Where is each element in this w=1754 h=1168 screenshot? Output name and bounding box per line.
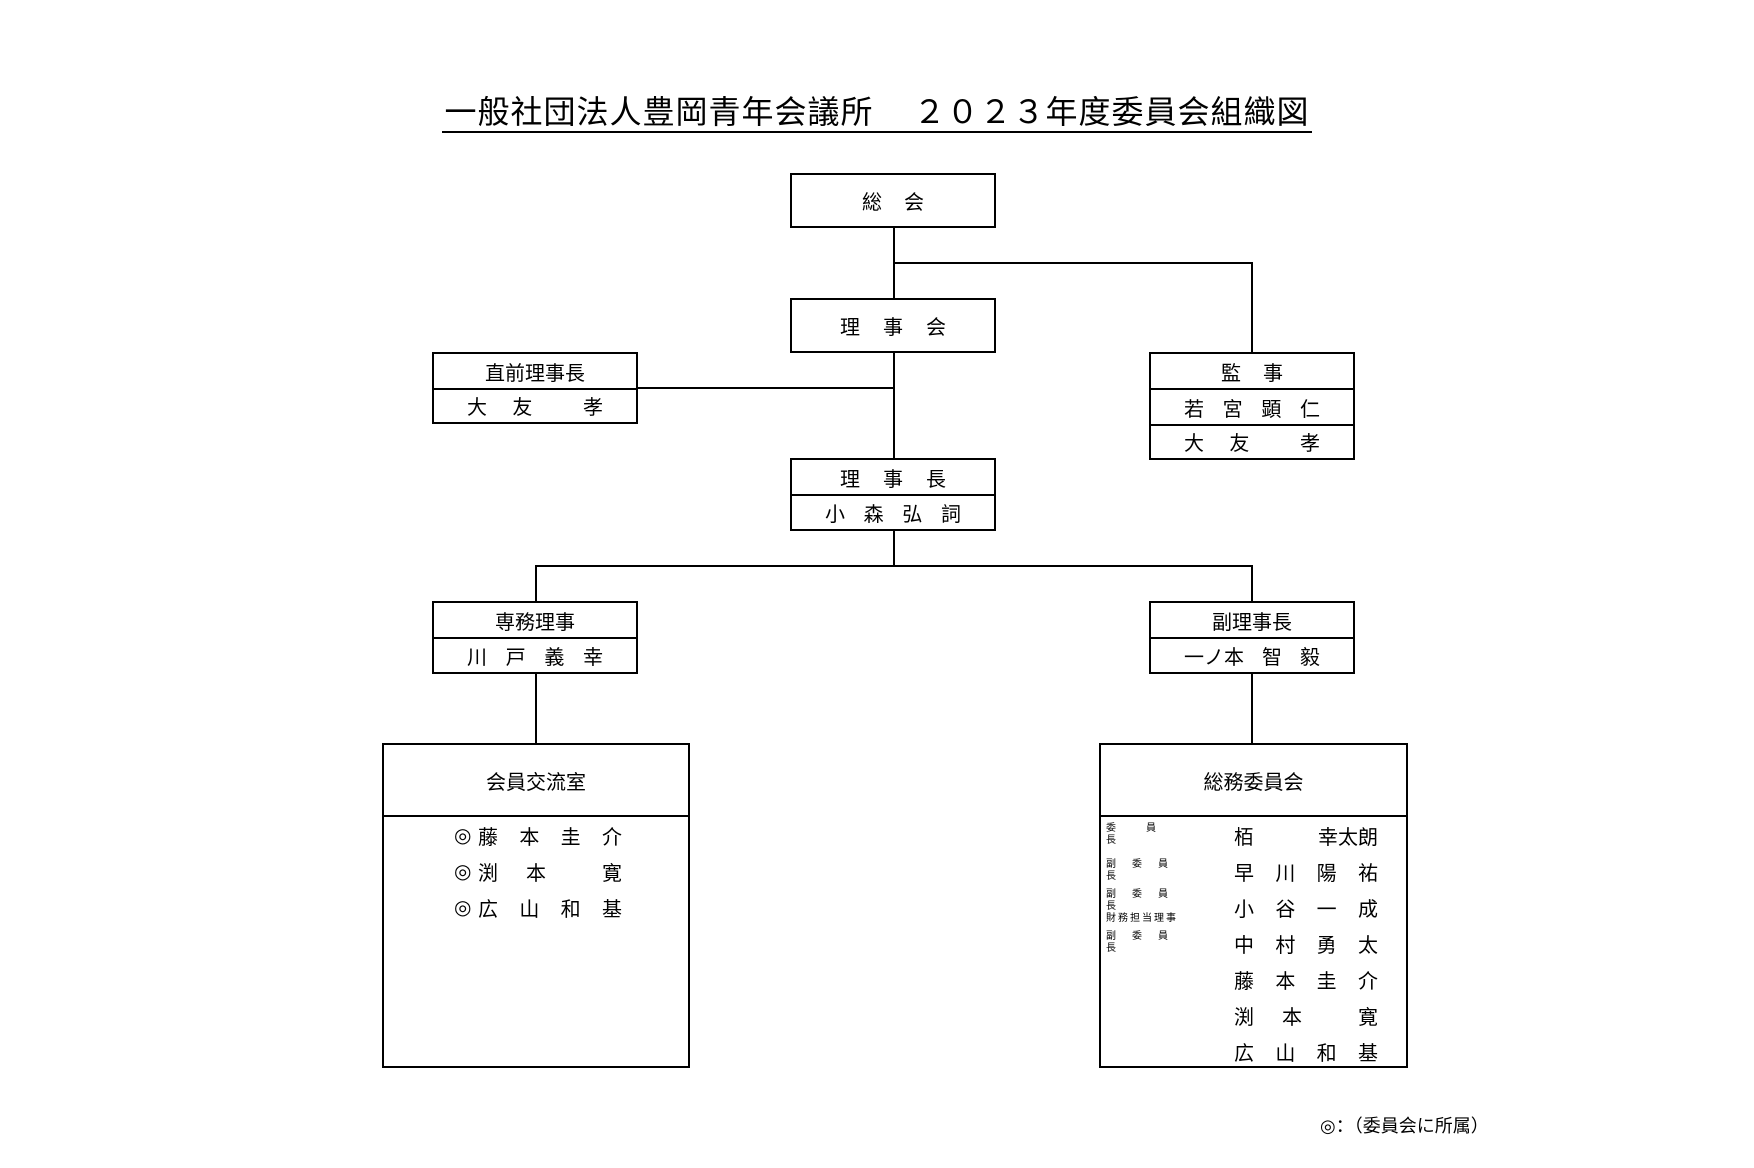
list-item: 副委員長 早川陽祐 xyxy=(1106,859,1378,885)
page-title: 一般社団法人豊岡青年会議所 ２０２３年度委員会組織図 xyxy=(0,90,1754,134)
auditor-label: 監 事 xyxy=(1221,361,1283,385)
general-assembly-label: 総 会 xyxy=(862,190,924,214)
executive-director-name: 川 戸 義 幸 xyxy=(467,644,603,669)
list-item: 藤本圭介 xyxy=(1234,968,1378,993)
member-exchange-office-list: ◎ 藤本圭介 ◎ 渕本寛 ◎ 広山和基 xyxy=(454,817,622,925)
list-item: ◎ 渕本寛 xyxy=(454,859,622,885)
auditor-box: 監 事 若 宮 顕 仁 大 友 孝 xyxy=(1149,352,1355,460)
past-president-label: 直前理事長 xyxy=(485,361,585,385)
member-role: 副委員長 xyxy=(1106,931,1184,954)
vice-president-label: 副理事長 xyxy=(1212,610,1292,634)
member-role: 副委員長 xyxy=(1106,859,1184,882)
line-branch xyxy=(535,565,1253,602)
auditor-name-1: 若 宮 顕 仁 xyxy=(1184,396,1320,421)
list-item: 副委員長 中村勇太 xyxy=(1106,931,1378,957)
executive-director-label: 専務理事 xyxy=(495,610,575,634)
list-item: 委員長 栢幸太朗 xyxy=(1106,823,1378,849)
general-affairs-committee-list: 委員長 栢幸太朗 副委員長 早川陽祐 副委員長 財務担当理事 小谷一成 副委員長… xyxy=(1106,817,1378,1069)
board-box: 理 事 会 xyxy=(790,298,996,353)
list-item: 渕本寛 xyxy=(1234,1004,1378,1029)
fiscal-year-title: ２０２３年度委員会組織図 xyxy=(913,93,1310,131)
past-president-box: 直前理事長 大 友 孝 xyxy=(432,352,638,424)
general-assembly-box: 総 会 xyxy=(790,173,996,228)
president-label: 理 事 長 xyxy=(840,467,946,491)
member-role: 委員長 xyxy=(1106,823,1186,846)
executive-director-box: 専務理事 川 戸 義 幸 xyxy=(432,601,638,674)
list-item: 広山和基 xyxy=(1234,1040,1378,1065)
list-item: 副委員長 財務担当理事 小谷一成 xyxy=(1106,889,1378,924)
president-box: 理 事 長 小 森 弘 詞 xyxy=(790,458,996,531)
member-role: 副委員長 財務担当理事 xyxy=(1106,889,1184,924)
vice-president-name: 一ノ本 智 毅 xyxy=(1184,644,1320,669)
footnote: ◎：（委員会に所属） xyxy=(1320,1116,1489,1137)
org-name: 一般社団法人豊岡青年会議所 xyxy=(444,93,874,131)
board-label: 理 事 会 xyxy=(840,315,946,339)
line-assembly-auditor xyxy=(894,262,1253,353)
general-affairs-committee-box: 総務委員会 委員長 栢幸太朗 副委員長 早川陽祐 副委員長 財務担当理事 小谷一… xyxy=(1099,743,1408,1068)
general-affairs-committee-title: 総務委員会 xyxy=(1203,769,1304,794)
past-president-name: 大 友 孝 xyxy=(467,395,603,419)
vice-president-box: 副理事長 一ノ本 智 毅 xyxy=(1149,601,1355,674)
president-name: 小 森 弘 詞 xyxy=(825,501,961,526)
member-exchange-office-box: 会員交流室 ◎ 藤本圭介 ◎ 渕本寛 ◎ 広山和基 xyxy=(382,743,690,1068)
list-item: ◎ 藤本圭介 xyxy=(454,823,622,849)
list-item: ◎ 広山和基 xyxy=(454,895,622,921)
member-exchange-office-title: 会員交流室 xyxy=(486,769,586,794)
auditor-name-2: 大 友 孝 xyxy=(1184,431,1320,455)
